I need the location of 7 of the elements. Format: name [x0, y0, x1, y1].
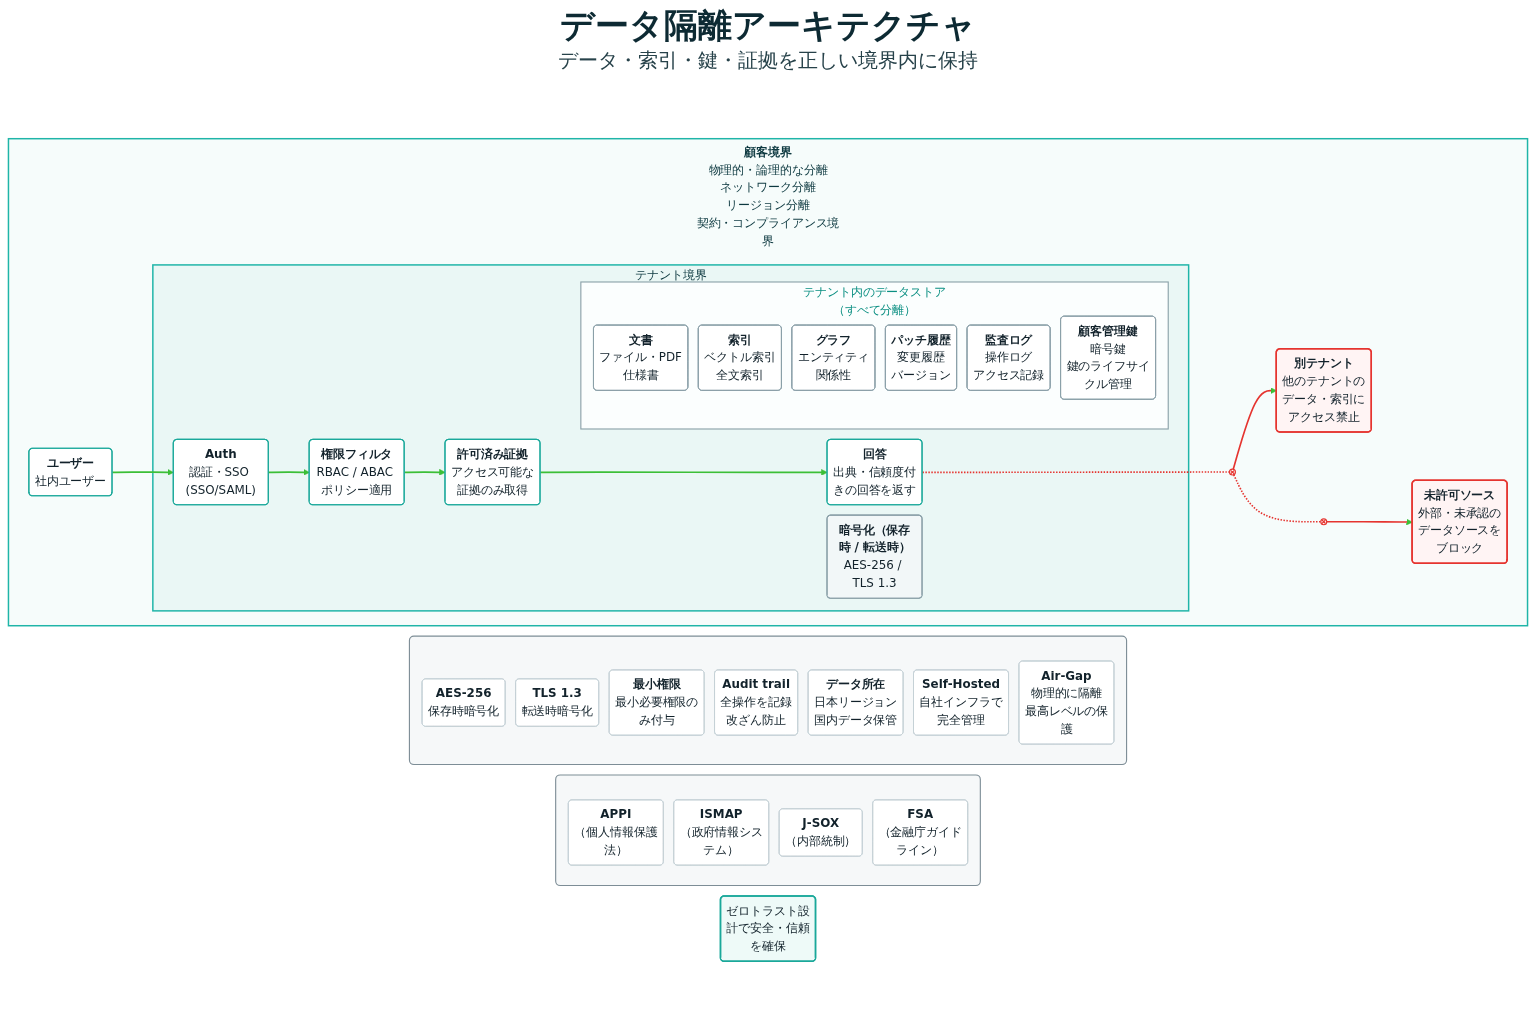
subtitle: データ・索引・鍵・証拠を正しい境界内に保持	[557, 47, 979, 74]
diagram-title: データ隔離アーキテクチャ	[559, 4, 977, 46]
connector	[1232, 473, 1322, 523]
arrow	[1325, 518, 1413, 526]
arrow	[1232, 387, 1277, 470]
cluster	[408, 635, 1128, 766]
cluster	[555, 774, 981, 887]
